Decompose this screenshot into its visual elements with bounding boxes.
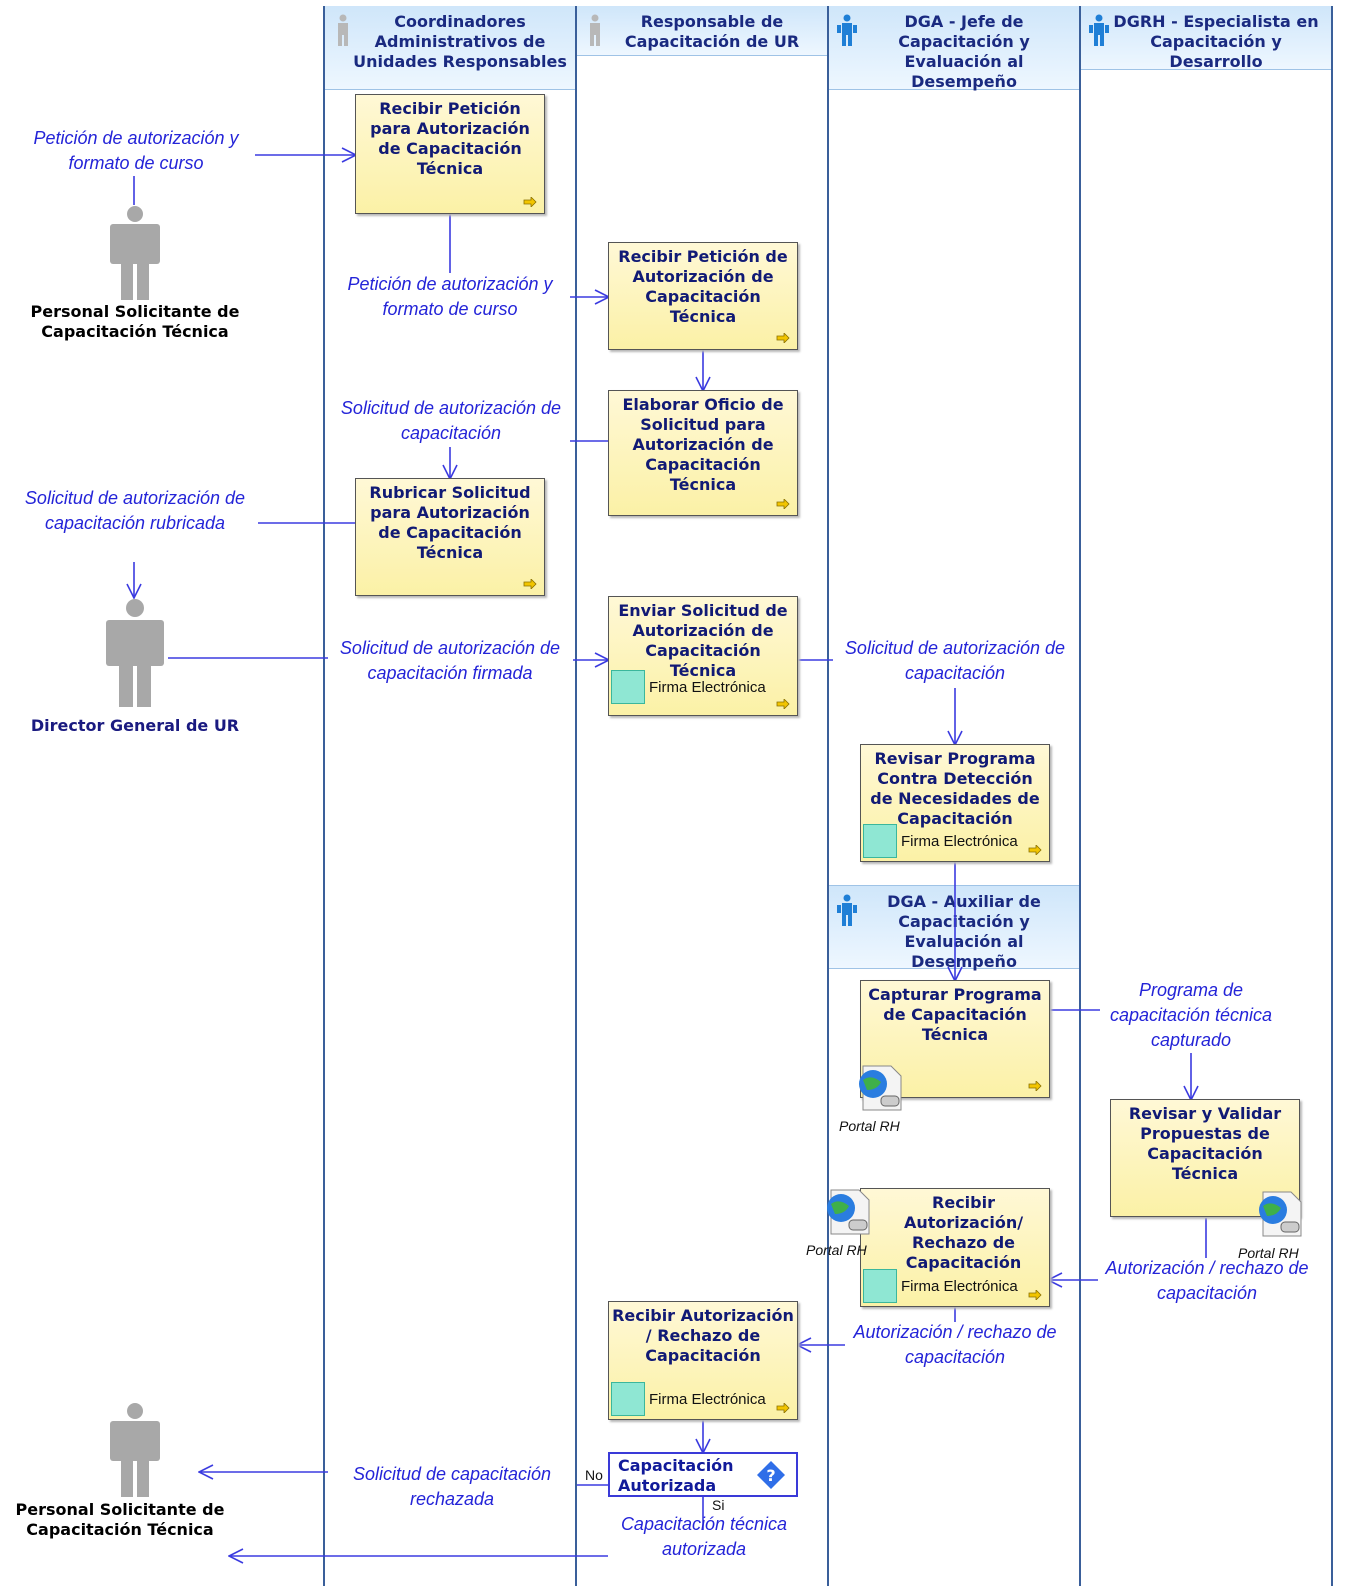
process-icon — [863, 1269, 897, 1303]
subprocess-arrow-icon — [776, 1403, 790, 1413]
subprocess-arrow-icon — [776, 499, 790, 509]
subprocess-arrow-icon — [776, 699, 790, 709]
portal-web-icon — [827, 1189, 870, 1235]
task-elaborar-oficio[interactable]: Elaborar Oficio de Solicitud para Autori… — [608, 390, 798, 516]
question-icon: ? — [757, 1461, 785, 1489]
firma-electronica: Firma Electrónica — [863, 1268, 1018, 1304]
process-icon — [863, 824, 897, 858]
task-recibir-autorizacion-responsable[interactable]: Recibir Autorización / Rechazo de Capaci… — [608, 1301, 798, 1420]
firma-electronica: Firma Electrónica — [611, 669, 766, 705]
lane-divider — [1331, 6, 1333, 1586]
task-enviar-solicitud[interactable]: Enviar Solicitud de Autorización de Capa… — [608, 596, 798, 716]
portal-web-icon — [859, 1065, 902, 1111]
team-icon — [1089, 14, 1109, 46]
portal-label: Portal RH — [839, 1118, 900, 1134]
person-icon — [590, 14, 600, 46]
task-rubricar-solicitud[interactable]: Rubricar Solicitud para Autorización de … — [355, 478, 545, 596]
actor-label: Personal Solicitante de Capacitación Téc… — [15, 1500, 225, 1539]
subprocess-arrow-icon — [1028, 1290, 1042, 1300]
flow-label: Programa de capacitación técnica captura… — [1109, 980, 1273, 1050]
portal-web-icon — [1259, 1191, 1302, 1237]
flow-label: Solicitud de capacitación rechazada — [352, 1464, 552, 1509]
process-icon — [611, 1382, 645, 1416]
portal-label: Portal RH — [1238, 1245, 1299, 1261]
task-revisar-validar[interactable]: Revisar y Validar Propuestas de Capacita… — [1110, 1099, 1300, 1217]
lane-title: DGA - Auxiliar de Capacitación y Evaluac… — [887, 892, 1041, 971]
lane-title: DGRH - Especialista en Capacitación y De… — [1113, 12, 1319, 71]
task-recibir-peticion-responsable[interactable]: Recibir Petición de Autorización de Capa… — [608, 242, 798, 350]
firma-electronica: Firma Electrónica — [863, 823, 1018, 859]
lane-title: DGA - Jefe de Capacitación y Evaluación … — [898, 12, 1030, 91]
person-icon — [338, 14, 348, 46]
subprocess-arrow-icon — [523, 579, 537, 589]
svg-text:?: ? — [766, 1466, 775, 1485]
flow-label: Autorización / rechazo de capacitación — [1105, 1258, 1309, 1303]
actor-figure — [110, 206, 160, 300]
decision-capacitacion-autorizada[interactable]: Capacitación Autorizada ? — [608, 1452, 798, 1497]
actor-label: Personal Solicitante de Capacitación Téc… — [30, 302, 240, 341]
flow-label: Autorización / rechazo de capacitación — [853, 1322, 1057, 1367]
task-recibir-peticion-coordinadores[interactable]: Recibir Petición para Autorización de Ca… — [355, 94, 545, 214]
decision-si-label: Si — [712, 1497, 725, 1513]
lane-divider — [1079, 6, 1081, 1586]
subprocess-arrow-icon — [776, 333, 790, 343]
decision-no-label: No — [585, 1467, 603, 1483]
flow-label: Solicitud de autorización de capacitació… — [844, 638, 1066, 683]
flow-label: Petición de autorización y formato de cu… — [347, 274, 553, 319]
lane-title: Coordinadores Administrativos de Unidade… — [353, 12, 567, 71]
team-icon — [837, 14, 857, 46]
process-icon — [611, 670, 645, 704]
flow-label: Petición de autorización y formato de cu… — [33, 128, 239, 173]
lane-title: Responsable de Capacitación de UR — [624, 12, 800, 51]
flow-label: Solicitud de autorización de capacitació… — [339, 638, 561, 683]
lane-divider — [575, 6, 577, 1586]
portal-label: Portal RH — [806, 1242, 867, 1258]
lane-header-responsable: Responsable de Capacitación de UR — [577, 6, 827, 56]
subprocess-arrow-icon — [1028, 845, 1042, 855]
flow-label: Solicitud de autorización de capacitació… — [24, 488, 246, 533]
flow-label: Capacitación técnica autorizada — [620, 1514, 788, 1559]
lane-header-dga-jefe: DGA - Jefe de Capacitación y Evaluación … — [829, 6, 1079, 91]
team-icon — [837, 894, 857, 926]
actor-figure — [110, 1403, 160, 1497]
lane-header-coordinadores: Coordinadores Administrativos de Unidade… — [325, 6, 575, 90]
actor-figure — [106, 599, 164, 707]
lane-header-dgrh: DGRH - Especialista en Capacitación y De… — [1081, 6, 1331, 71]
firma-electronica: Firma Electrónica — [611, 1381, 766, 1417]
subprocess-arrow-icon — [523, 197, 537, 207]
flow-label: Solicitud de autorización de capacitació… — [340, 398, 562, 443]
lane-divider — [323, 6, 325, 1586]
task-recibir-autorizacion-dga[interactable]: Recibir Autorización/ Rechazo de Capacit… — [860, 1188, 1050, 1307]
task-revisar-programa[interactable]: Revisar Programa Contra Detección de Nec… — [860, 744, 1050, 862]
actor-label: Director General de UR — [30, 716, 240, 735]
subprocess-arrow-icon — [1028, 1081, 1042, 1091]
lane-divider — [827, 6, 829, 1586]
